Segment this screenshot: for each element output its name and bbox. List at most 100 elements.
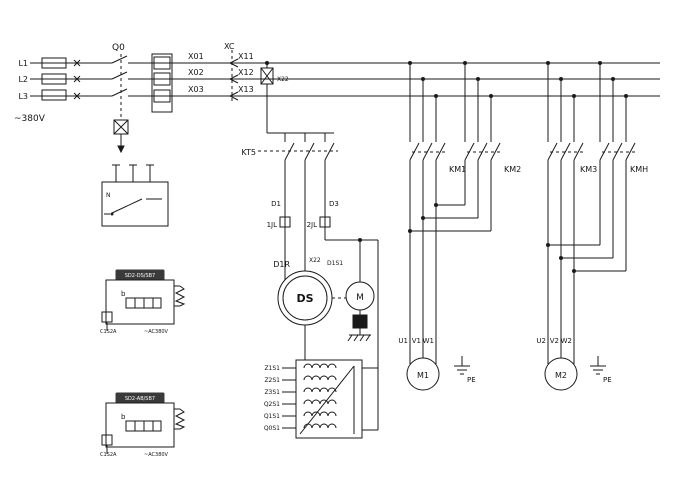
label-z2s1: Z2S1	[264, 377, 280, 384]
label-kt5: KT5	[241, 148, 256, 157]
device-a-outline	[105, 279, 175, 325]
device-b-aux-box	[101, 434, 113, 446]
device-b-foot-right: ~AC380V	[144, 452, 169, 458]
connector-cell-1	[153, 56, 171, 70]
kmh-cross-ties	[548, 244, 626, 272]
label-q1s1: Q1S1	[264, 413, 280, 420]
motor-m2-circle	[544, 357, 578, 391]
fuse-symbol-l2	[41, 73, 67, 85]
label-phase-l1: L1	[18, 59, 28, 68]
label-n: N	[106, 192, 111, 199]
label-d3: D3	[329, 200, 339, 208]
label-x11: X11	[238, 52, 254, 61]
label-voltage: ~380V	[14, 114, 46, 124]
label-d1s1: D1S1	[327, 260, 343, 267]
km2-levers	[464, 142, 501, 161]
breaker-q0: Q0	[111, 43, 129, 154]
winding-diagonal	[299, 365, 355, 435]
ds-branch: D1 D3 1JL 2JL D1R X22 D1S1 DS M	[267, 200, 379, 431]
label-x13: X13	[238, 85, 254, 94]
junction-dot	[434, 203, 438, 207]
relay-device-b: SD2-AB/SB7 b C1S2A ~AC380V	[100, 392, 186, 458]
junction-dot	[408, 229, 412, 233]
brake-block	[352, 314, 368, 329]
junction-dot	[421, 216, 425, 220]
label-km3: KM3	[580, 165, 597, 174]
label-m: M	[356, 293, 364, 303]
label-z3s1: Z3S1	[264, 389, 280, 396]
motor-m1-circle	[406, 357, 440, 391]
label-xc: XC	[224, 42, 235, 51]
device-a-b-label: b	[121, 290, 126, 298]
breaker-levers	[111, 55, 128, 97]
label-ds: DS	[296, 292, 313, 305]
motor-m1: U1 V1 W1 M1 PE	[398, 337, 476, 391]
km3-wires	[547, 63, 575, 364]
device-a-header: SD2-DS/SB7	[125, 273, 156, 279]
contactor-km3: KM3	[546, 61, 597, 364]
device-b-cell-dividers	[134, 421, 154, 431]
kt5-wires	[284, 133, 326, 280]
connector-block: X01 X02 X03	[151, 52, 204, 113]
pe1-ground-symbol	[454, 356, 470, 375]
km1-levers	[409, 142, 446, 161]
branch-wires	[304, 239, 379, 431]
input-fuses	[41, 57, 81, 101]
terminal-strip-xc: XC X11 X12 X13	[224, 42, 254, 104]
label-pe1: PE	[467, 376, 476, 384]
relay-device-a: SD2-DS/SB7 b C1S2A ~AC380V	[100, 269, 186, 335]
label-w2: W2	[561, 337, 572, 345]
cam-switch-lever	[104, 198, 162, 215]
winding-block: Z1S1 Z2S1 Z3S1 Q2S1 Q1S1 Q0S1	[264, 359, 363, 439]
device-a-foot-left: C1S2A	[100, 329, 117, 335]
contactor-km1: KM1	[408, 61, 466, 364]
label-x01: X01	[188, 52, 204, 61]
junction-dot	[546, 243, 550, 247]
label-m2: M2	[555, 371, 567, 380]
fuse-symbol-l1	[41, 57, 67, 69]
device-a-resistor	[174, 285, 186, 307]
label-x12: X12	[238, 68, 254, 77]
label-x03: X03	[188, 85, 204, 94]
label-km2: KM2	[504, 165, 521, 174]
device-b-foot-left: C1S2A	[100, 452, 117, 458]
label-1jl: 1JL	[267, 221, 278, 229]
junction-dot	[572, 269, 576, 273]
label-x02: X02	[188, 68, 204, 77]
connector-cell-3	[153, 89, 171, 103]
label-d1r: D1R	[273, 260, 290, 269]
device-b-resistor-stubs	[174, 408, 180, 430]
label-x22-terminal: X22	[309, 257, 321, 264]
label-q0: Q0	[112, 43, 125, 53]
release-arrow-icon	[117, 145, 125, 154]
ground-symbol	[347, 334, 371, 342]
label-km1: KM1	[449, 165, 466, 174]
device-a-resistor-stubs	[174, 285, 180, 307]
label-u1: U1	[398, 337, 408, 345]
cam-switch-outline	[101, 181, 169, 227]
label-m1: M1	[417, 371, 429, 380]
label-w1: W1	[423, 337, 434, 345]
label-q0s1: Q0S1	[264, 425, 280, 432]
kt5-contacts: KT5	[241, 133, 338, 280]
device-a-aux-box	[101, 311, 113, 323]
cam-switch-device: N	[101, 164, 169, 227]
km2-wires	[464, 63, 492, 231]
winding-stubs	[282, 367, 296, 429]
connector-cell-2	[153, 72, 171, 86]
device-a-foot-right: ~AC380V	[144, 329, 169, 335]
label-q2s1: Q2S1	[264, 401, 280, 408]
contactor-km2: KM2	[408, 61, 521, 233]
label-v1: V1	[412, 337, 421, 345]
device-b-resistor	[174, 408, 186, 430]
label-fuse-x22: X22	[277, 76, 289, 83]
fuse-symbol-l3	[41, 89, 67, 101]
motor-m2: U2 V2 W2 M2 PE	[536, 337, 612, 391]
junction-dot	[559, 256, 563, 260]
ds-machine-inner	[282, 275, 328, 321]
device-a-cell-dividers	[134, 298, 154, 308]
label-u2: U2	[536, 337, 546, 345]
junction-dot	[358, 238, 362, 242]
